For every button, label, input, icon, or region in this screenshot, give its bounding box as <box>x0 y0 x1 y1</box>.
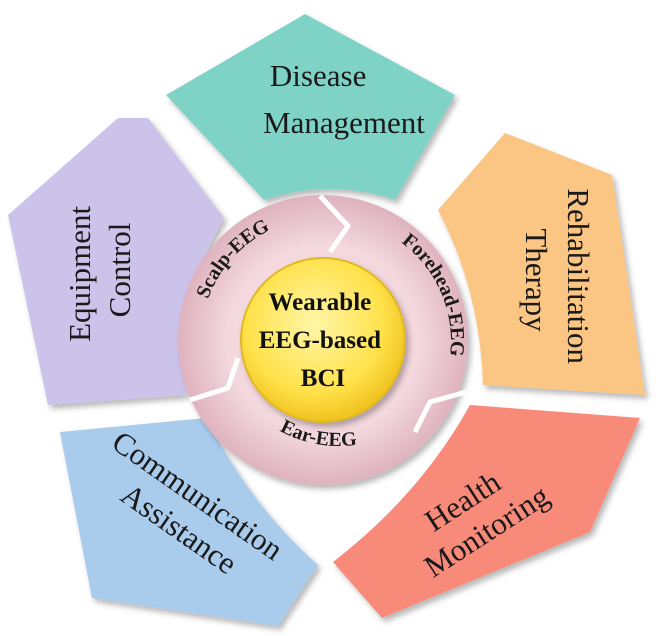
ring-arrow-divider-top <box>318 194 351 254</box>
svg-text:Rehabilitation Therapy: Rehabilitation Therapy <box>519 188 596 371</box>
core-line-2: EEG-based <box>259 327 381 354</box>
segment-rehabilitation-therapy-line-1: Rehabilitation <box>561 188 596 364</box>
core: Wearable EEG-based BCI <box>240 257 406 423</box>
segment-health-monitoring-shape <box>333 405 640 618</box>
svg-text:Wearable EEG-based: Wearable EEG-based BCI <box>259 289 388 392</box>
segment-rehabilitation-therapy-shape <box>438 133 645 395</box>
segment-equipment-control: Equipment Control <box>8 118 224 405</box>
segment-disease-management-line-2: Management <box>263 105 425 140</box>
segment-communication-assistance-shape <box>60 418 318 626</box>
segment-disease-management-line-1: Disease <box>270 58 366 93</box>
segment-equipment-control-shape <box>8 118 224 405</box>
segment-equipment-control-line-2: Control <box>102 223 137 318</box>
ring-arrow-divider-left <box>189 357 241 403</box>
core-line-1: Wearable <box>268 289 371 316</box>
segment-health-monitoring: Health Monitoring <box>333 405 640 618</box>
core-disc <box>240 257 406 423</box>
svg-text:Equipment Control: Equipment Control <box>62 198 137 342</box>
segment-rehabilitation-therapy-line-2: Therapy <box>519 228 554 332</box>
segment-disease-management-shape <box>166 14 455 200</box>
ring-arrow-divider-right <box>412 389 467 434</box>
segment-disease-management: Disease Management <box>166 14 455 200</box>
segment-equipment-control-line-1: Equipment <box>62 205 97 341</box>
core-line-3: BCI <box>301 365 345 392</box>
segment-rehabilitation-therapy: Rehabilitation Therapy <box>438 133 645 395</box>
svg-text:Disease Management: Disease Management <box>263 58 425 140</box>
